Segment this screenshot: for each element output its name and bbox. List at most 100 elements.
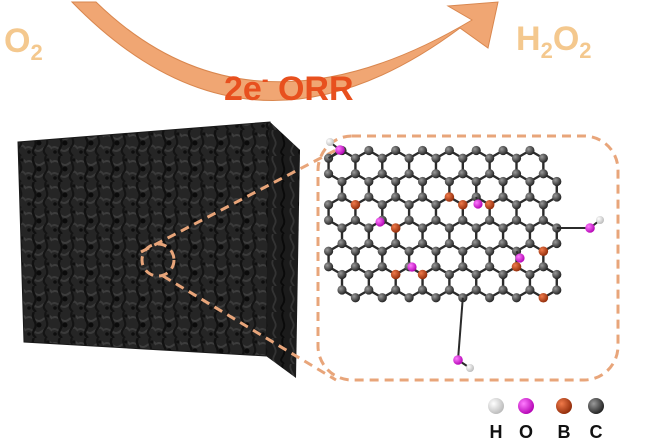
carbon-atom (552, 285, 562, 295)
carbon-atom (511, 153, 522, 163)
carbon-atom (417, 145, 428, 156)
carbon-atom (458, 215, 468, 225)
carbon-atom (337, 269, 347, 280)
carbon-atom (431, 169, 441, 179)
carbon-atom (417, 223, 428, 233)
boron-atom (417, 269, 428, 280)
carbon-atom (552, 192, 562, 202)
boron-atom (484, 199, 495, 210)
carbon-atom (538, 169, 548, 179)
carbon-atom (377, 262, 387, 272)
carbon-atom (498, 285, 508, 295)
zoom-circle (140, 242, 176, 278)
carbon-atom (431, 215, 441, 225)
carbon-atom (538, 262, 548, 272)
product-label: H2O2 (516, 20, 592, 63)
carbon-atom (417, 285, 428, 295)
boron-atom (511, 261, 522, 272)
carbon-atom (525, 192, 535, 202)
b-atom-icon (556, 398, 572, 414)
carbon-atom (323, 215, 334, 225)
carbon-atom (364, 238, 374, 249)
carbon-atom (377, 200, 387, 210)
carbon-atom (337, 285, 347, 295)
carbon-atom (485, 169, 495, 179)
carbon-atom (377, 293, 387, 303)
graphene-lattice (323, 138, 604, 372)
hydrogen-atom (466, 364, 474, 372)
carbon-atom (498, 238, 508, 249)
carbon-atom (417, 176, 428, 187)
process-label: 2e- ORR (224, 69, 354, 108)
carbon-atom (471, 269, 481, 280)
boron-atom (458, 199, 468, 210)
carbon-atom (350, 169, 361, 179)
carbon-atom (498, 192, 508, 202)
carbon-atom (377, 169, 387, 179)
carbon-atom (444, 238, 454, 249)
carbon-atom (404, 169, 414, 179)
carbon-atom (498, 176, 508, 187)
reactant-label: O2 (4, 22, 43, 65)
legend-item-h: H (488, 398, 504, 442)
legend-item-c: C (588, 398, 604, 442)
porous-foam-cube (17, 121, 300, 378)
carbon-atom (404, 200, 414, 210)
legend-item-b: B (556, 398, 572, 442)
carbon-atom (458, 169, 468, 179)
carbon-atom (538, 200, 548, 210)
boron-atom (444, 192, 455, 202)
carbon-atom (444, 285, 454, 295)
carbon-atom (485, 293, 495, 303)
oxygen-atom (515, 253, 525, 263)
carbon-atom (552, 269, 562, 280)
carbon-atom (511, 215, 522, 225)
oxygen-atom (407, 262, 417, 272)
carbon-atom (323, 262, 334, 272)
carbon-atom (350, 246, 361, 256)
carbon-atom (337, 238, 347, 249)
carbon-atom (364, 269, 374, 280)
boron-atom (390, 223, 401, 233)
carbon-atom (485, 246, 495, 256)
carbon-atom (391, 192, 401, 202)
carbon-atom (337, 192, 347, 202)
carbon-atom (498, 145, 508, 156)
bond (457, 297, 464, 361)
carbon-atom (364, 192, 374, 202)
carbon-atom (323, 169, 334, 179)
oxygen-atom (375, 217, 385, 227)
carbon-atom (337, 176, 347, 187)
carbon-atom (511, 200, 522, 210)
zoom-box (316, 134, 620, 382)
carbon-atom (391, 176, 401, 187)
carbon-atom (471, 176, 481, 187)
oxygen-atom (335, 145, 345, 155)
carbon-atom (444, 223, 454, 233)
svg-text:B: B (558, 422, 571, 442)
carbon-atom (525, 269, 535, 280)
carbon-atom (337, 223, 347, 233)
carbon-atom (391, 238, 401, 249)
zoom-line-top (140, 148, 337, 254)
carbon-atom (377, 153, 387, 163)
carbon-atom (323, 246, 334, 256)
carbon-atom (444, 176, 454, 187)
carbon-atom (404, 215, 414, 225)
legend-item-o: O (518, 398, 534, 442)
carbon-atom (458, 153, 468, 163)
carbon-atom (404, 246, 414, 256)
carbon-atom (364, 223, 374, 233)
boron-atom (538, 292, 549, 303)
boron-atom (390, 269, 401, 280)
hydrogen-atom (326, 138, 334, 146)
svg-text:C: C (590, 422, 603, 442)
carbon-atom (525, 238, 535, 249)
carbon-atom (552, 176, 562, 187)
carbon-atom (404, 293, 414, 303)
carbon-atom (498, 223, 508, 233)
carbon-atom (485, 215, 495, 225)
carbon-atom (391, 145, 401, 156)
carbon-atom (471, 145, 481, 156)
